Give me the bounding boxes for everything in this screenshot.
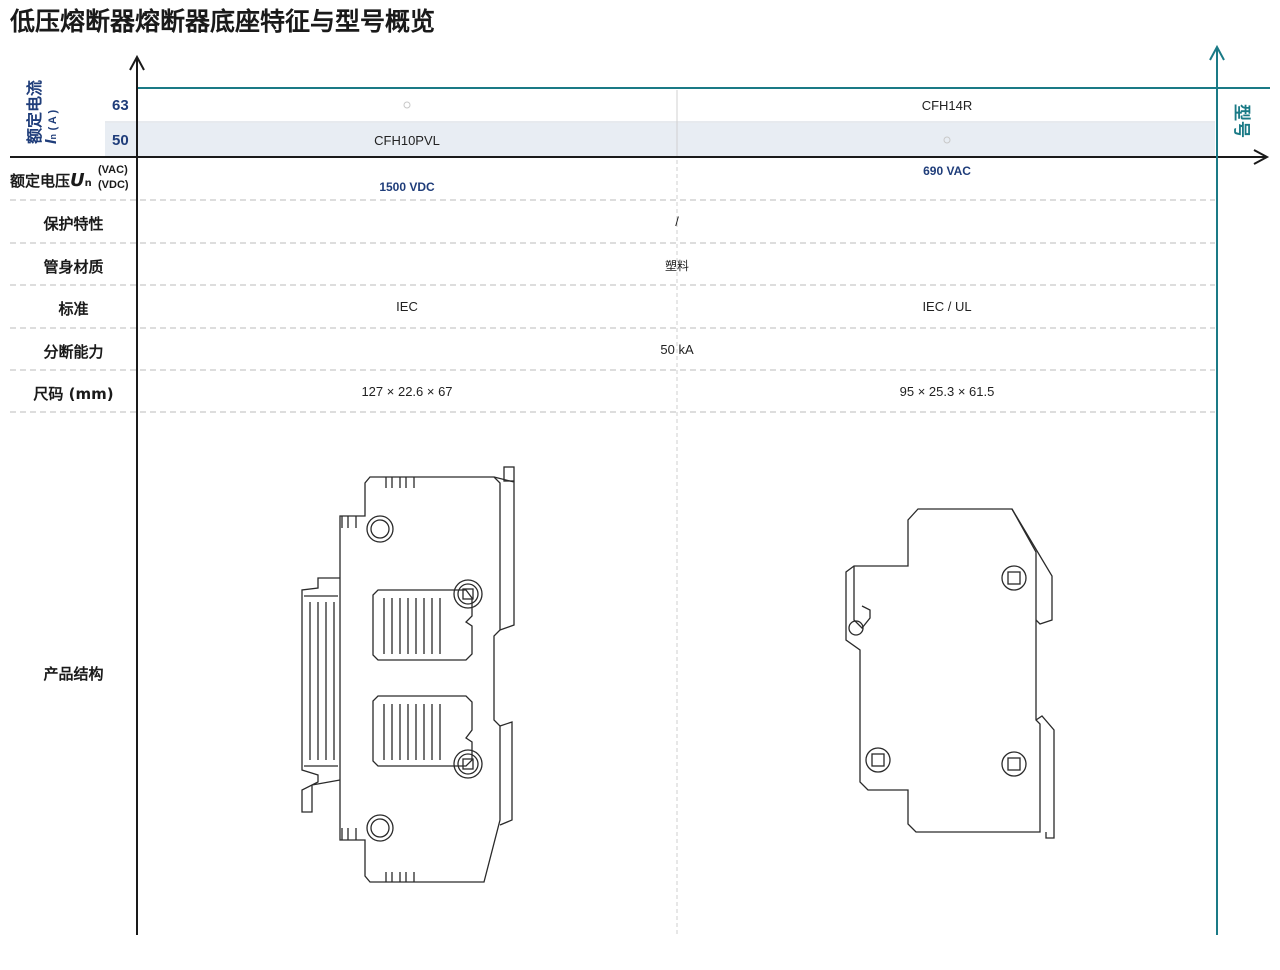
current-axis-label: 额定电流 In ( A )	[25, 40, 62, 150]
current-symbol: I	[43, 139, 60, 144]
voltage-cell-col2: 690 VAC	[923, 164, 971, 178]
empty-slot-icon	[943, 136, 951, 144]
standard-cell-col2: IEC / UL	[922, 299, 972, 314]
model-axis-label: 型号	[1231, 104, 1251, 138]
axis-arrow-right	[1253, 149, 1270, 165]
model-cell-col1-50: CFH10PVL	[374, 133, 440, 148]
material-label: 管身材质	[43, 258, 104, 276]
breaking-value: 50 kA	[660, 342, 694, 357]
current-label-text: 额定电流	[25, 79, 44, 144]
axis-arrow-up	[129, 54, 145, 71]
standard-label: 标准	[58, 300, 89, 318]
voltage-row-label: 额定电压Un	[10, 170, 92, 191]
model-cell-col2-63: CFH14R	[921, 98, 973, 113]
empty-slot-icon	[403, 101, 411, 109]
voltage-cell-col1: 1500 VDC	[379, 180, 435, 194]
model-axis-arrow	[1209, 44, 1225, 61]
current-subscript: n	[48, 134, 58, 140]
protection-value: /	[675, 214, 679, 229]
material-value: 塑料	[664, 259, 689, 273]
voltage-units: (VAC) (VDC)	[98, 164, 129, 191]
structure-label: 产品结构	[43, 665, 104, 683]
protection-label: 保护特性	[43, 215, 104, 233]
size-label: 尺码 (mm)	[33, 385, 114, 403]
standard-cell-col1: IEC	[396, 299, 418, 314]
current-value-63: 63	[112, 97, 129, 114]
size-cell-col1: 127 × 22.6 × 67	[361, 384, 453, 399]
size-cell-col2: 95 × 25.3 × 61.5	[899, 384, 995, 399]
current-value-50: 50	[112, 132, 129, 149]
page-title: 低压熔断器熔断器底座特征与型号概览	[10, 7, 436, 36]
breaking-label: 分断能力	[43, 343, 104, 361]
current-50-band	[105, 123, 1215, 157]
current-unit: ( A )	[47, 109, 59, 131]
